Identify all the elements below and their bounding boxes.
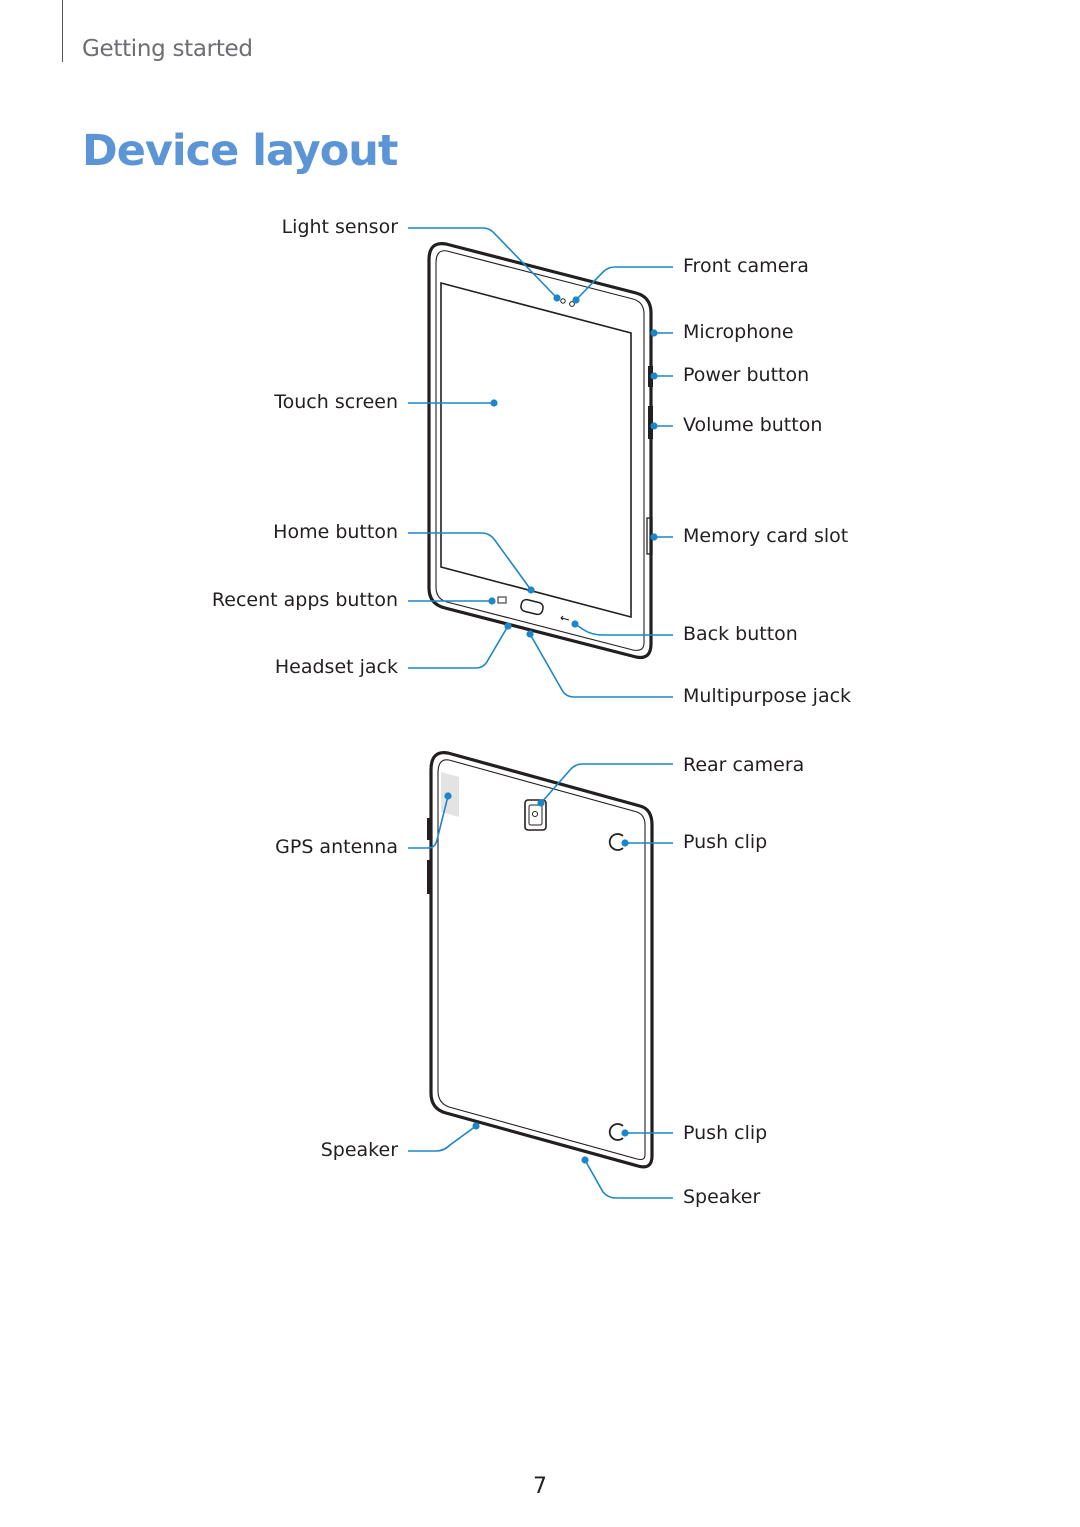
- section-label: Getting started: [82, 36, 253, 62]
- volume-button-shape: [648, 406, 653, 439]
- recent-apps-icon: [497, 596, 507, 604]
- label-speaker-left: Speaker: [321, 1139, 398, 1161]
- label-back-button: Back button: [683, 623, 798, 645]
- page-title: Device layout: [82, 126, 398, 176]
- label-push-clip-bottom: Push clip: [683, 1122, 767, 1144]
- callout-labels: Light sensor Touch screen Home button Re…: [212, 216, 851, 1208]
- tablet-back-illustration: [427, 751, 654, 1169]
- section-rule: [62, 0, 63, 62]
- label-light-sensor: Light sensor: [282, 216, 399, 238]
- label-multipurpose-jack: Multipurpose jack: [683, 685, 851, 707]
- label-power-button: Power button: [683, 364, 809, 386]
- callout-leaders: [408, 227, 673, 1199]
- push-clip-top-shape: [608, 833, 624, 851]
- label-rear-camera: Rear camera: [683, 754, 804, 776]
- front-camera-shape: [569, 301, 575, 307]
- label-home-button: Home button: [273, 521, 398, 543]
- rear-camera-shape: [524, 799, 547, 831]
- label-headset-jack: Headset jack: [275, 656, 398, 678]
- label-gps-antenna: GPS antenna: [275, 836, 398, 858]
- label-volume-button: Volume button: [683, 414, 822, 436]
- label-recent-apps-button: Recent apps button: [212, 589, 398, 611]
- label-memory-card-slot: Memory card slot: [683, 525, 848, 547]
- page-number: 7: [533, 1474, 547, 1499]
- touch-screen-area: [440, 281, 632, 619]
- back-icon: [560, 615, 570, 621]
- home-button-shape: [520, 598, 544, 616]
- label-push-clip-top: Push clip: [683, 831, 767, 853]
- tablet-front-illustration: [427, 241, 653, 660]
- label-touch-screen: Touch screen: [273, 391, 398, 413]
- label-front-camera: Front camera: [683, 255, 809, 277]
- push-clip-bottom-shape: [608, 1123, 624, 1141]
- light-sensor-shape: [560, 298, 566, 304]
- label-speaker-right: Speaker: [683, 1186, 760, 1208]
- label-microphone: Microphone: [683, 321, 794, 343]
